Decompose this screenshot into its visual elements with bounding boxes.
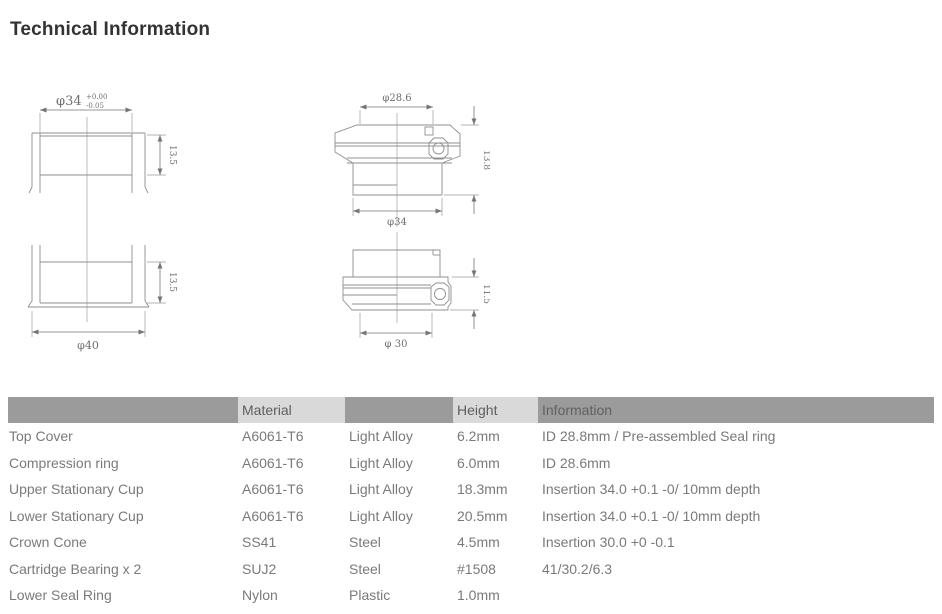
upper-assembly-outline bbox=[334, 124, 461, 196]
drawing-headset-assemblies: φ28.6 φ34 13.8 bbox=[334, 93, 490, 350]
cell-component: Top Cover bbox=[9, 428, 73, 445]
cell-component: Upper Stationary Cup bbox=[9, 481, 144, 498]
page-title: Technical Information bbox=[10, 18, 211, 40]
cell-info: 41/30.2/6.3 bbox=[542, 560, 613, 577]
lower-cup-outline bbox=[27, 245, 150, 308]
header-cell-height: Height bbox=[453, 397, 538, 423]
upper-cup-outline bbox=[28, 132, 149, 194]
cell-info: ID 28.8mm / Pre-assembled Seal ring bbox=[542, 428, 776, 445]
cell-height: 6.2mm bbox=[457, 428, 500, 445]
dim-label-tolerance-lower: -0.05 bbox=[86, 102, 104, 110]
cell-height: #1508 bbox=[457, 560, 496, 577]
header-cell-material: Material bbox=[238, 397, 345, 423]
table-row: Upper Stationary Cup A6061-T6 Light Allo… bbox=[8, 476, 934, 503]
cell-height: 20.5mm bbox=[457, 507, 508, 524]
header-cell-component bbox=[8, 397, 238, 423]
table-row: Lower Stationary Cup A6061-T6 Light Allo… bbox=[8, 503, 934, 530]
table-row: Crown Cone SS41 Steel 4.5mm Insertion 30… bbox=[8, 529, 934, 556]
cell-height: 18.3mm bbox=[457, 481, 508, 498]
dim-label-diameter-top: φ34 bbox=[56, 94, 82, 109]
cell-material: A6061-T6 bbox=[242, 428, 304, 445]
cell-type: Plastic bbox=[349, 587, 391, 604]
dim-label-diameter-34: φ34 bbox=[387, 217, 407, 228]
cell-height: 6.0mm bbox=[457, 454, 500, 471]
header-cell-type bbox=[345, 397, 453, 423]
dim-label-diameter-30: φ 30 bbox=[385, 339, 408, 350]
cell-component: Compression ring bbox=[9, 454, 119, 471]
cell-height: 4.5mm bbox=[457, 534, 500, 551]
table-row: Compression ring A6061-T6 Light Alloy 6.… bbox=[8, 450, 934, 477]
spec-table: Material Height Information Top Cover A6… bbox=[8, 397, 934, 609]
cell-info: Insertion 34.0 +0.1 -0/ 10mm depth bbox=[542, 481, 761, 498]
cell-info: ID 28.6mm bbox=[542, 454, 611, 471]
cell-component: Lower Stationary Cup bbox=[9, 507, 144, 524]
dim-label-height-138: 13.8 bbox=[481, 150, 490, 170]
cell-material: SUJ2 bbox=[242, 560, 277, 577]
cell-material: A6061-T6 bbox=[242, 507, 304, 524]
cell-component: Crown Cone bbox=[9, 534, 87, 551]
dim-label-height-115: 11.5 bbox=[481, 284, 490, 304]
header-cell-information: Information bbox=[538, 397, 934, 423]
cell-type: Light Alloy bbox=[349, 507, 413, 524]
cell-component: Lower Seal Ring bbox=[9, 587, 112, 604]
cell-info: Insertion 30.0 +0 -0.1 bbox=[542, 534, 675, 551]
cell-type: Light Alloy bbox=[349, 454, 413, 471]
cell-material: SS41 bbox=[242, 534, 277, 551]
table-row: Lower Seal Ring Nylon Plastic 1.0mm bbox=[8, 582, 934, 609]
cell-type: Steel bbox=[349, 534, 381, 551]
table-header-row: Material Height Information bbox=[8, 397, 934, 423]
cell-material: A6061-T6 bbox=[242, 454, 304, 471]
dim-label-height-upper: 13.5 bbox=[167, 145, 177, 165]
cell-material: Nylon bbox=[242, 587, 278, 604]
lower-assembly-outline bbox=[342, 249, 452, 311]
cell-material: A6061-T6 bbox=[242, 481, 304, 498]
cell-component: Cartridge Bearing x 2 bbox=[9, 560, 142, 577]
table-row: Cartridge Bearing x 2 SUJ2 Steel #1508 4… bbox=[8, 556, 934, 583]
dim-label-height-lower: 13.5 bbox=[167, 272, 177, 292]
dim-label-diameter-bottom: φ40 bbox=[77, 339, 99, 352]
cell-type: Light Alloy bbox=[349, 428, 413, 445]
cell-info bbox=[538, 582, 934, 609]
cell-type: Light Alloy bbox=[349, 481, 413, 498]
table-row: Top Cover A6061-T6 Light Alloy 6.2mm ID … bbox=[8, 423, 934, 450]
dim-label-diameter-286: φ28.6 bbox=[382, 93, 411, 104]
dim-label-tolerance-upper: +0.00 bbox=[86, 93, 107, 101]
drawing-headtube-cups: φ34 +0.00 -0.05 13.5 13.5 φ bbox=[27, 93, 177, 352]
cell-info: Insertion 34.0 +0.1 -0/ 10mm depth bbox=[542, 507, 761, 524]
cell-type: Steel bbox=[349, 560, 381, 577]
cell-height: 1.0mm bbox=[457, 587, 500, 604]
